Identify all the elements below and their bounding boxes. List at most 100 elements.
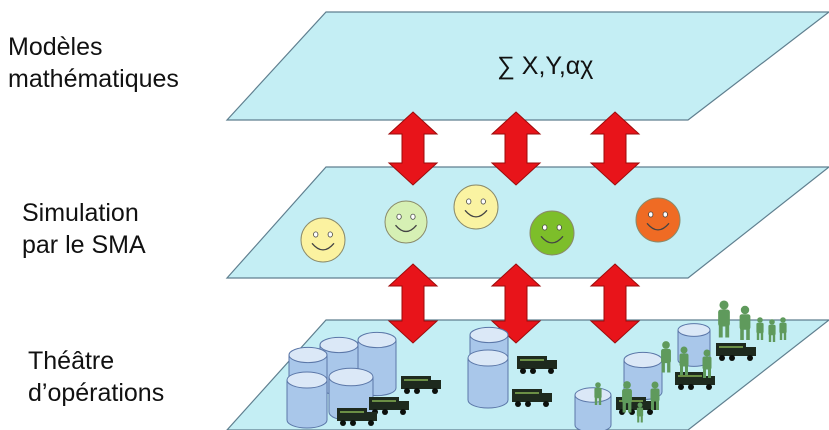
soldier-body [779,322,787,334]
smiley-eye-left [648,211,654,218]
soldier-leg [637,415,640,423]
double-arrow-icon-upper-3 [589,111,641,186]
layer-label-math-line2: mathématiques [8,65,179,93]
double-arrow-icon-lower-3 [589,263,641,344]
truck-stripe [372,400,396,402]
truck-stripe [520,359,544,361]
soldier-icon [661,341,671,373]
soldier-leg [756,332,760,340]
cylinder-icon [286,371,328,429]
soldier-leg [768,334,772,342]
soldier-leg [667,361,671,373]
soldier-leg [594,397,598,405]
soldier-icon [636,402,644,423]
soldier-icon [702,349,712,378]
soldier-icon [594,382,602,405]
truck-wheel [729,355,735,361]
truck-wheel [548,368,554,374]
smiley-face [529,210,575,256]
military-truck-icon [716,343,756,361]
truck-wheel [543,401,549,407]
cylinder-top [623,351,663,369]
soldier-head [757,317,763,323]
soldier-leg [685,365,688,375]
military-truck-icon [517,356,557,374]
soldier-icon [679,346,689,375]
truck-wheel [432,388,438,394]
truck-cab [431,380,441,389]
soldier-leg [656,400,659,410]
cylinder-top [677,323,711,337]
smiley-face [384,200,428,244]
soldier-leg [640,415,643,423]
smiley-eye-right [410,213,416,220]
smiley-eye-left [466,198,472,205]
smiley-eye-right [480,198,486,205]
soldier-body [622,388,632,404]
cylinder-icon [467,349,509,409]
smiley-icon [300,217,346,263]
smiley-eye-right [556,224,562,231]
soldier-icon [650,381,660,410]
smiley-face [300,217,346,263]
smiley-eye-left [313,231,319,238]
truck-wheel [525,401,531,407]
truck-wheel [404,388,410,394]
soldier-head [703,349,711,357]
truck-cargo [675,372,705,385]
soldier-head [680,346,688,354]
soldier-icon [756,317,764,340]
truck-wheel [350,420,356,426]
soldier-head [769,319,775,325]
smiley-eye-left [396,213,402,220]
soldier-body [661,348,671,364]
soldier-leg [746,328,750,340]
military-truck-icon [512,389,552,407]
formula-text: ∑ X,Y,αχ [497,52,593,80]
cylinder-top [328,367,374,387]
soldier-leg [725,324,730,338]
soldier-leg [622,401,626,413]
soldier-body [768,324,776,336]
layer-label-math-line1: Modèles [8,33,103,61]
soldier-leg [740,328,744,340]
smiley-mouth [464,209,488,218]
soldier-body [636,407,644,417]
double-arrow-icon-upper-2 [490,111,542,186]
truck-wheel [719,355,725,361]
soldier-icon [622,381,632,413]
soldier-head [780,317,786,323]
cylinder-icon [574,387,612,430]
smiley-icon [384,200,428,244]
soldier-head [623,381,631,389]
truck-cab [705,376,715,385]
soldier-leg [779,332,783,340]
truck-cab [542,393,552,402]
soldier-icon [779,317,787,340]
truck-cab [367,412,377,421]
soldier-icon [718,300,730,338]
truck-cargo [517,356,547,369]
truck-stripe [404,379,428,381]
truck-stripe [678,375,702,377]
cylinder-top [288,346,328,364]
smiley-mouth [395,224,417,233]
soldier-body [594,387,602,399]
soldier-leg [680,365,683,375]
truck-wheel [747,355,753,361]
smiley-eye-left [542,224,548,231]
layer-label-theatre: Théâtre d’opérations [28,345,164,409]
truck-cargo [716,343,746,356]
truck-stripe [515,392,539,394]
truck-cargo [369,397,399,410]
double-arrow-icon-upper-1 [387,111,439,186]
soldier-icon [768,319,776,342]
cylinder-body [286,380,328,429]
soldier-leg [718,324,723,338]
cylinder-top [319,336,359,354]
truck-wheel [382,409,388,415]
cylinder-top [467,349,509,367]
soldier-body [756,322,764,334]
smiley-icon [529,210,575,256]
truck-wheel [340,420,346,426]
